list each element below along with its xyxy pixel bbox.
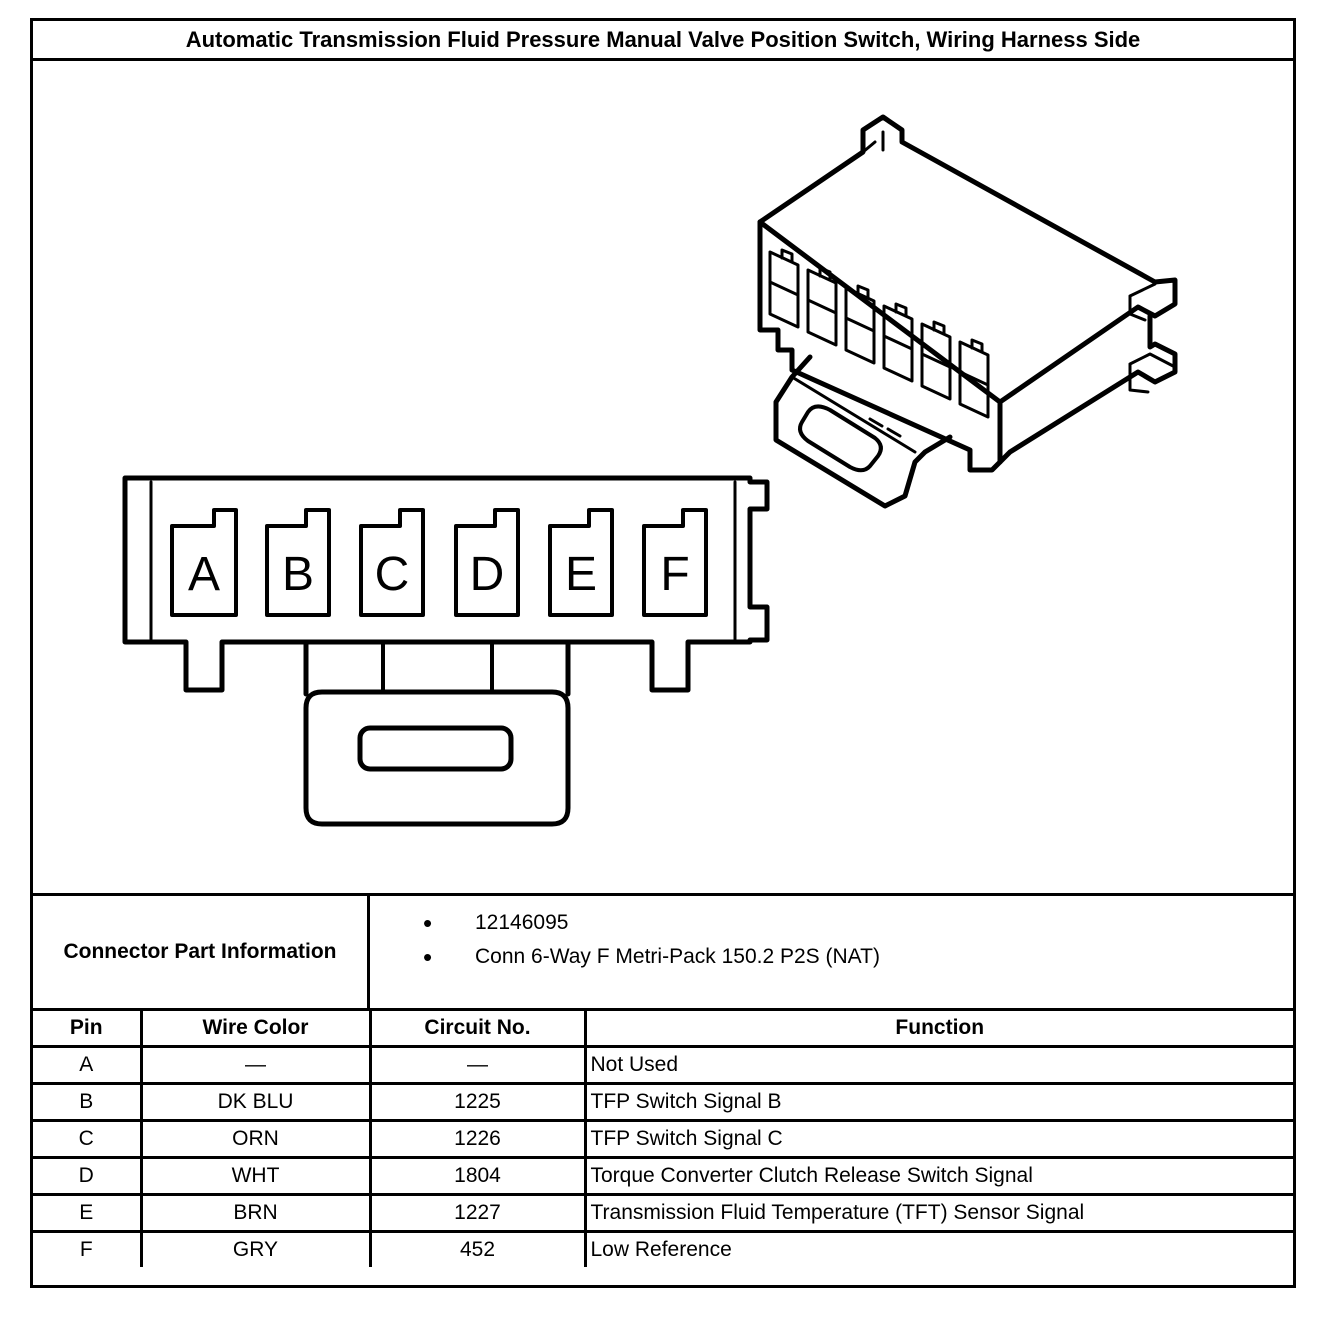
table-header-row: Pin Wire Color Circuit No. Function <box>33 1011 1293 1048</box>
cell-pin: F <box>33 1230 143 1267</box>
header-pin: Pin <box>33 1011 143 1048</box>
cell-function: Torque Converter Clutch Release Switch S… <box>583 1156 1293 1196</box>
cell-wire-color: GRY <box>139 1230 372 1267</box>
cell-circuit-no: 1226 <box>368 1119 587 1159</box>
cell-circuit-no: 1804 <box>368 1156 587 1196</box>
cell-circuit-no: 1225 <box>368 1082 587 1122</box>
cell-wire-color: DK BLU <box>139 1082 372 1122</box>
connector-sheet: Automatic Transmission Fluid Pressure Ma… <box>30 18 1296 1288</box>
connector-part-info-label: Connector Part Information <box>33 896 370 1008</box>
cell-pin: B <box>33 1082 143 1122</box>
table-row: F GRY 452 Low Reference <box>33 1230 1293 1267</box>
cell-wire-color: — <box>139 1045 372 1085</box>
cell-function: TFP Switch Signal B <box>583 1082 1293 1122</box>
header-function: Function <box>583 1011 1293 1048</box>
cell-circuit-no: 1227 <box>368 1193 587 1233</box>
part-info-item: 12146095 <box>423 906 880 940</box>
cell-wire-color: ORN <box>139 1119 372 1159</box>
part-info-item: Conn 6-Way F Metri-Pack 150.2 P2S (NAT) <box>423 940 880 974</box>
cell-function: Transmission Fluid Temperature (TFT) Sen… <box>583 1193 1293 1233</box>
header-circuit-no: Circuit No. <box>368 1011 587 1048</box>
table-row: C ORN 1226 TFP Switch Signal C <box>33 1119 1293 1159</box>
table-row: E BRN 1227 Transmission Fluid Temperatur… <box>33 1193 1293 1233</box>
cell-wire-color: WHT <box>139 1156 372 1196</box>
connector-part-info-list: 12146095 Conn 6-Way F Metri-Pack 150.2 P… <box>423 906 880 974</box>
page-title: Automatic Transmission Fluid Pressure Ma… <box>33 21 1293 61</box>
cell-circuit-no: — <box>368 1045 587 1085</box>
cell-function: Low Reference <box>583 1230 1293 1267</box>
connector-part-information: Connector Part Information 12146095 Conn… <box>33 893 1293 1011</box>
table-row: B DK BLU 1225 TFP Switch Signal B <box>33 1082 1293 1122</box>
header-wire-color: Wire Color <box>139 1011 372 1048</box>
cell-wire-color: BRN <box>139 1193 372 1233</box>
pin-table: Pin Wire Color Circuit No. Function A — … <box>33 1011 1293 1267</box>
cell-function: TFP Switch Signal C <box>583 1119 1293 1159</box>
cell-circuit-no: 452 <box>368 1230 587 1267</box>
table-row: A — — Not Used <box>33 1045 1293 1085</box>
cell-pin: C <box>33 1119 143 1159</box>
cell-function: Not Used <box>583 1045 1293 1085</box>
cell-pin: D <box>33 1156 143 1196</box>
cell-pin: E <box>33 1193 143 1233</box>
table-row: D WHT 1804 Torque Converter Clutch Relea… <box>33 1156 1293 1196</box>
cell-pin: A <box>33 1045 143 1085</box>
